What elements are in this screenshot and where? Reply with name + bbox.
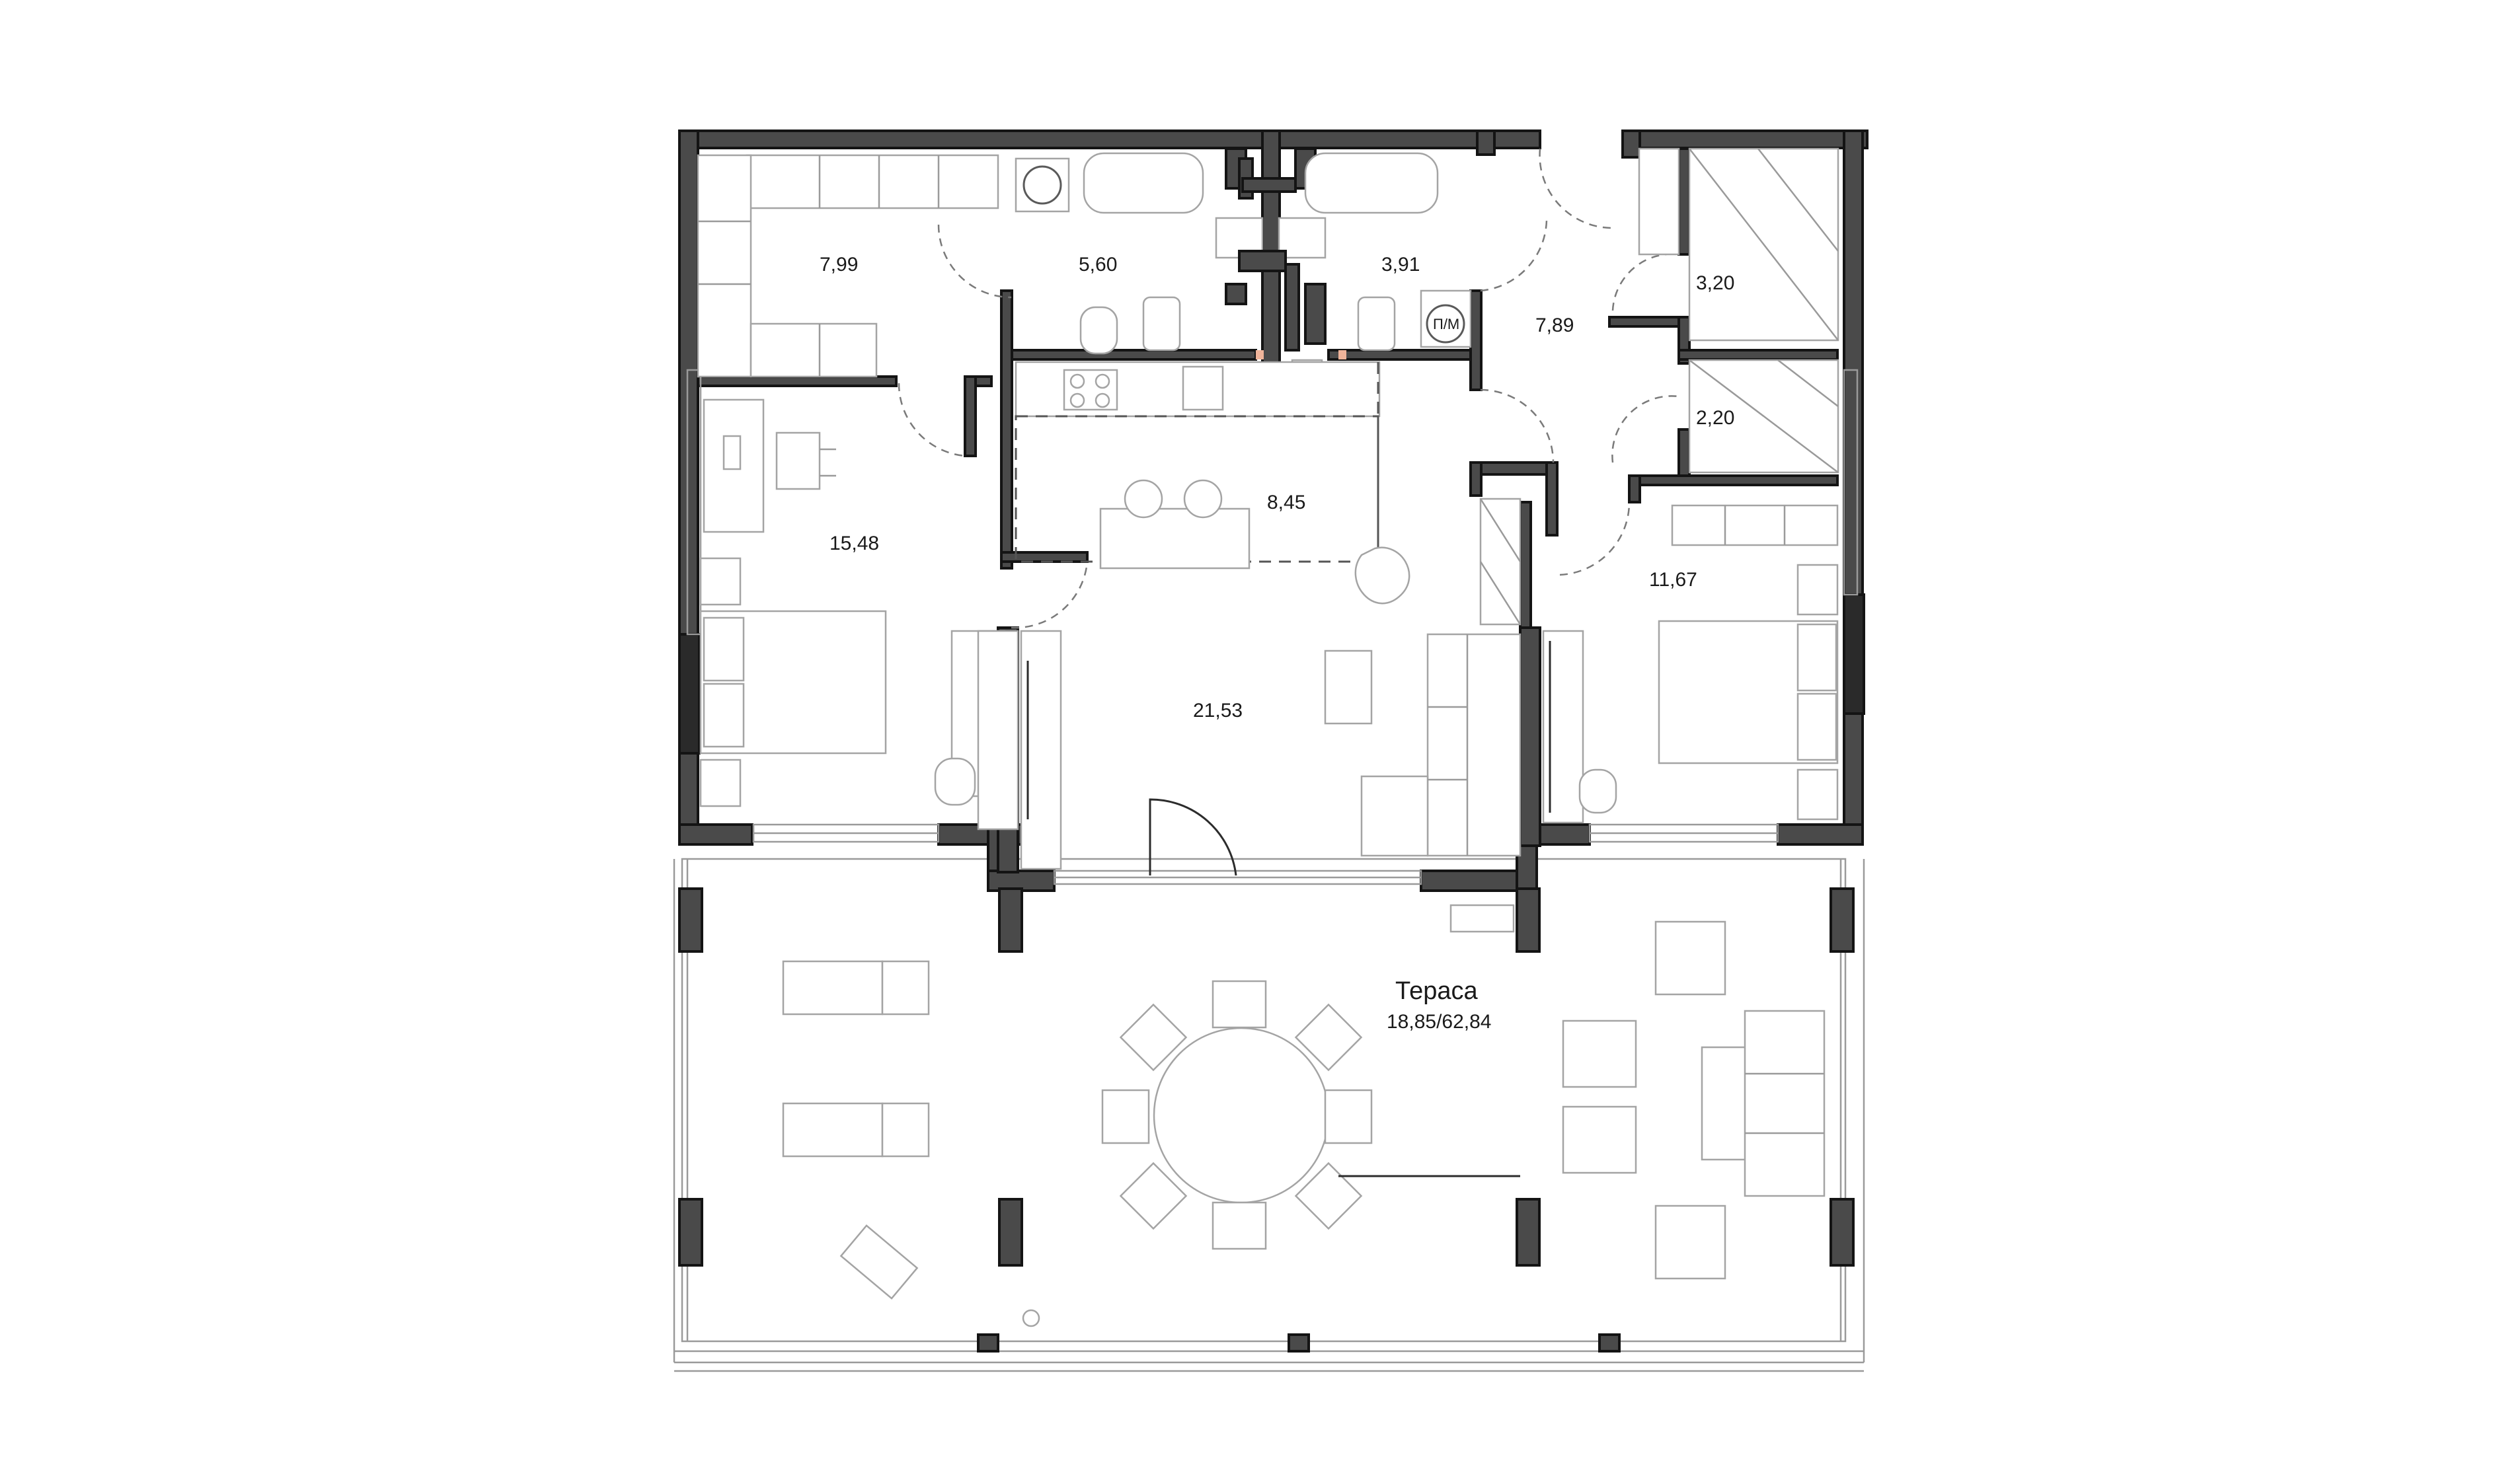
room-labels: 7,99 5,60 3,91 3,20 7,89 2,20 8,45 15,48… <box>820 254 1734 1033</box>
storage-cabinets <box>697 147 1839 626</box>
area-label-kitchen: 8,45 <box>1267 492 1305 513</box>
kitchen-fixtures <box>1015 361 1410 605</box>
area-label-bedroom-1: 15,48 <box>829 533 879 554</box>
bedroom-2-furniture <box>1542 564 1839 824</box>
area-label-room-kids-storage: 7,99 <box>820 254 858 276</box>
door-swings <box>898 148 1679 876</box>
area-label-bathroom-1: 5,60 <box>1079 254 1117 276</box>
terrace-outline <box>673 858 1865 1372</box>
walls <box>678 130 1869 1353</box>
area-label-wardrobe-1: 3,20 <box>1696 272 1734 294</box>
area-label-bathroom-2: 3,91 <box>1381 254 1420 276</box>
area-label-wardrobe-2: 2,20 <box>1696 407 1734 429</box>
windows <box>686 369 1859 885</box>
area-label-hall: 7,89 <box>1535 315 1574 336</box>
terrace-title: Тераса <box>1395 977 1478 1005</box>
bedroom-1-furniture <box>699 398 1019 831</box>
washer-label: П/М <box>1433 316 1459 332</box>
area-label-bedroom-2: 11,67 <box>1649 569 1697 591</box>
terrace-area: 18,85/62,84 <box>1387 1011 1491 1033</box>
terrace-furniture <box>782 920 1826 1327</box>
area-label-living: 21,53 <box>1193 700 1243 722</box>
living-furniture <box>1020 630 1522 933</box>
